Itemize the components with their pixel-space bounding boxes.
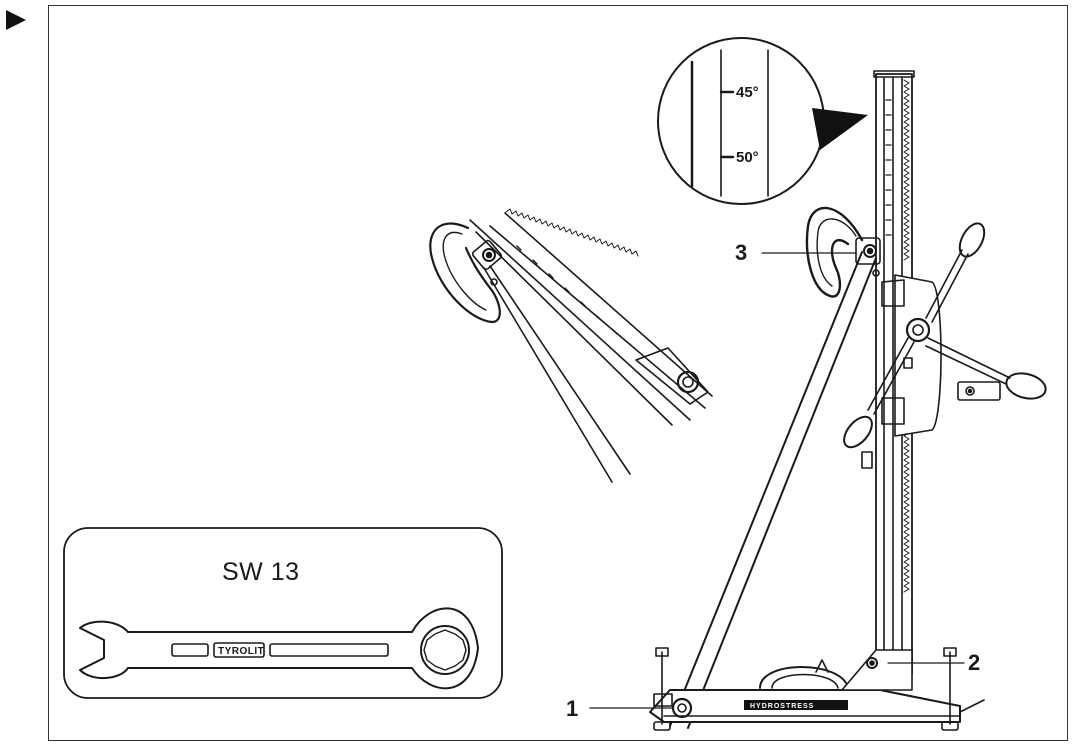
tilted-column-detail [429, 208, 713, 483]
base [649, 647, 985, 731]
wrench-panel [63, 527, 503, 699]
callout-3: 3 [735, 240, 748, 265]
column-handle [805, 206, 881, 298]
base-brand-plate: HYDROSTRESS [750, 703, 814, 710]
angle-scale-magnifier [657, 37, 868, 205]
diagonal-brace [669, 251, 877, 729]
carriage [843, 222, 1047, 469]
wrench-brand-logo: TYROLIT [218, 646, 264, 657]
scale-label-50: 50° [736, 149, 759, 166]
figure-frame [48, 5, 1068, 741]
bullet-arrow-icon [6, 10, 26, 30]
callout-1: 1 [566, 696, 579, 721]
callout-2: 2 [968, 650, 981, 675]
scale-label-45: 45° [736, 84, 759, 101]
wrench-size-label: SW 13 [222, 558, 300, 586]
